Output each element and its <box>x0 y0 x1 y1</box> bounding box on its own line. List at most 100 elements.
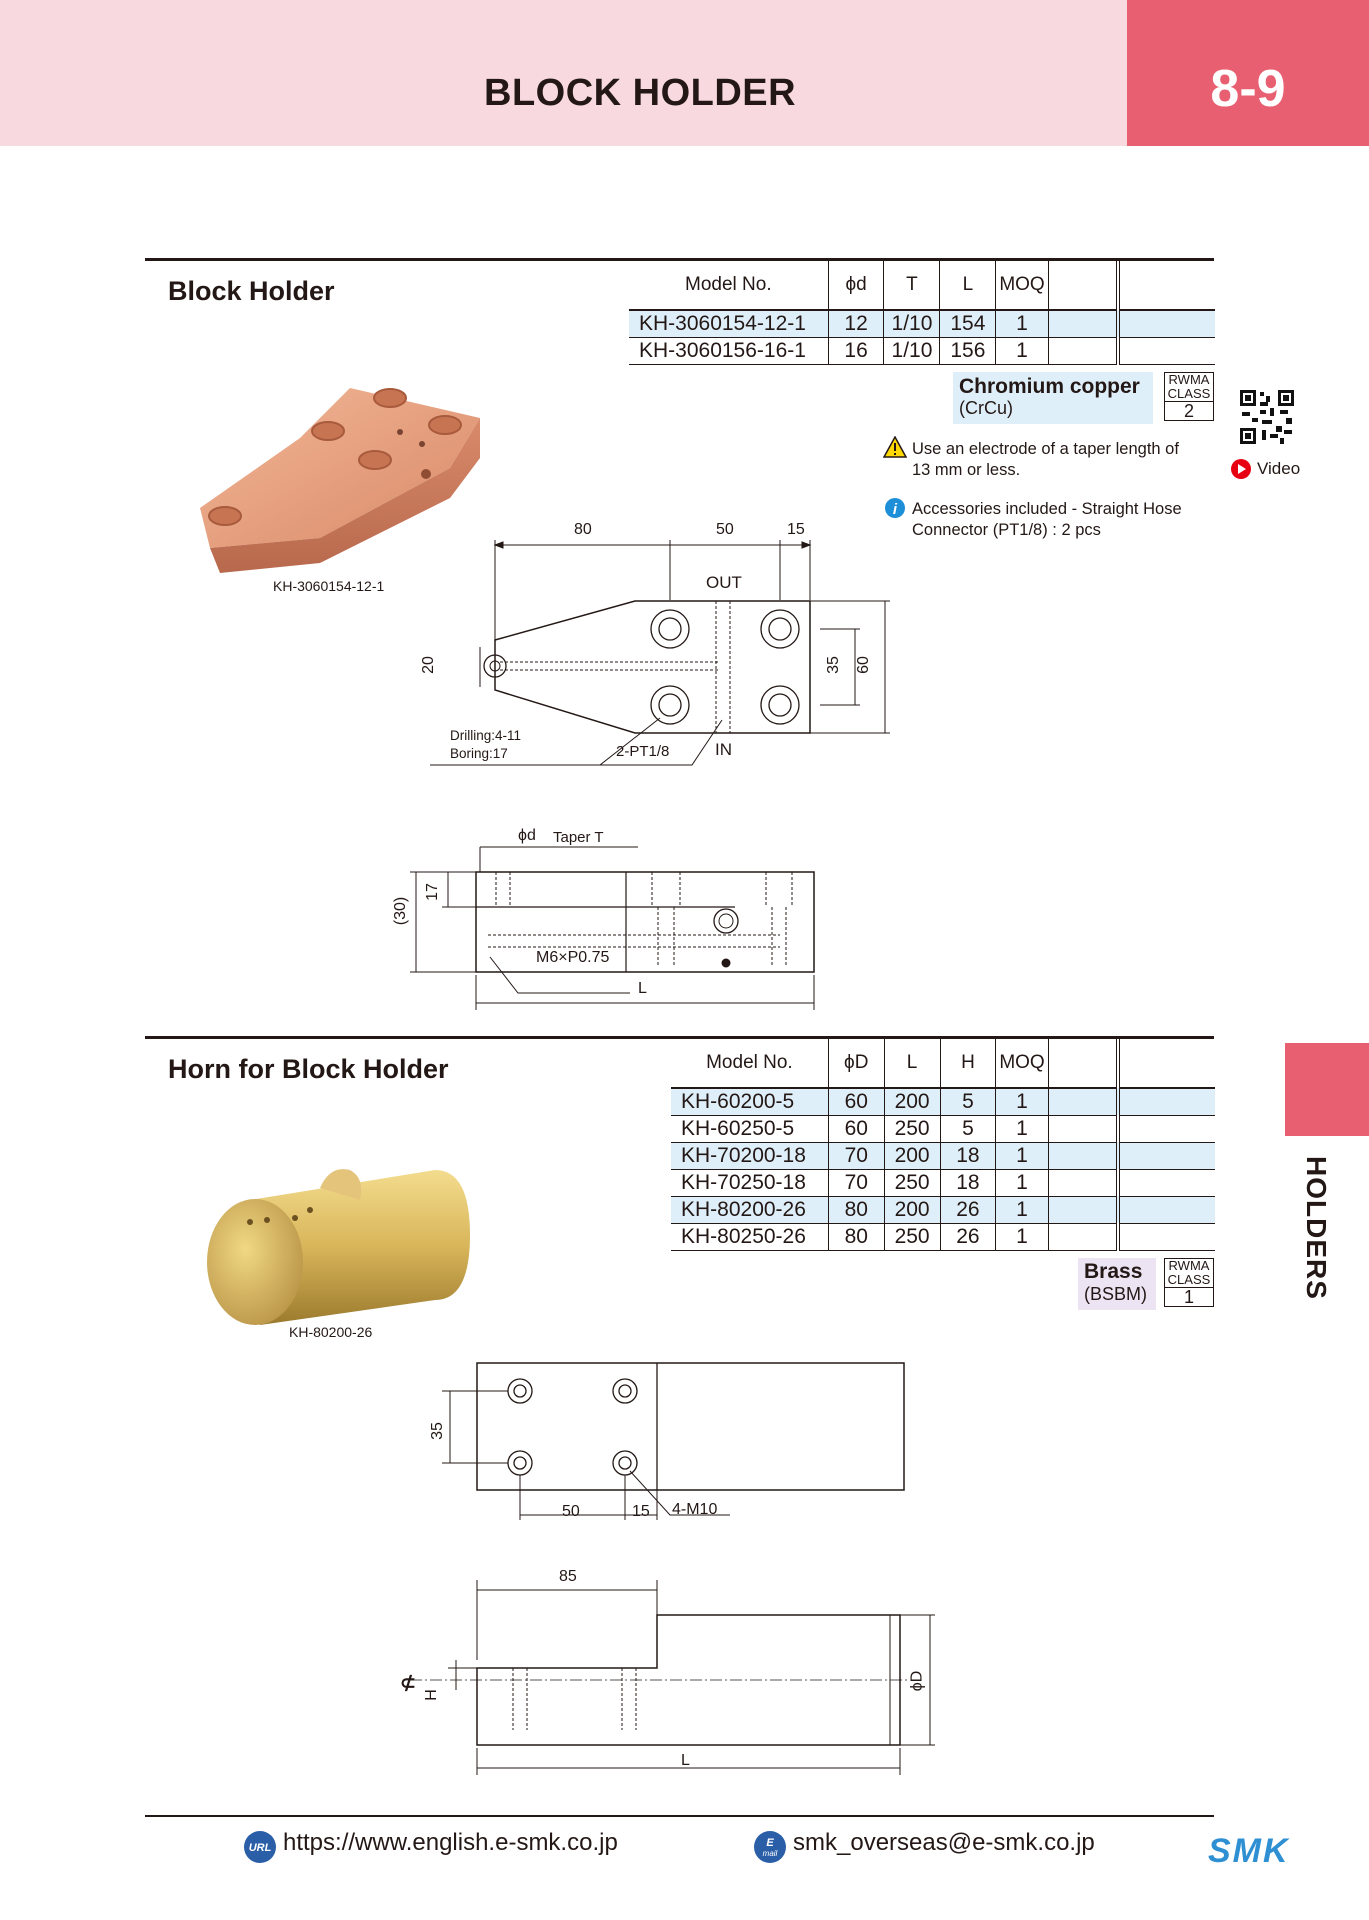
t-cell: 1/10 <box>883 337 941 365</box>
model-cell: KH-3060156-16-1 <box>629 337 829 365</box>
svg-text:i: i <box>893 501 898 518</box>
side-tab-marker <box>1285 1043 1369 1136</box>
footer-divider <box>145 1815 1214 1817</box>
h-cell: 18 <box>940 1142 997 1170</box>
class-label: CLASS <box>1167 386 1211 401</box>
info-note: Accessories included - Straight Hose Con… <box>912 499 1182 541</box>
centerline-icon: ⊄ <box>400 1673 416 1694</box>
dim-35: 35 <box>428 1422 446 1440</box>
photo-caption: KH-80200-26 <box>289 1324 373 1340</box>
drilling-note: Drilling:4-11 <box>450 728 522 743</box>
model-cell: KH-3060154-12-1 <box>629 310 829 338</box>
model-cell: KH-60250-5 <box>671 1115 829 1143</box>
info-line: Connector (PT1/8) : 2 pcs <box>912 521 1101 539</box>
dim-85: 85 <box>559 1568 577 1585</box>
info-line: Accessories included - Straight Hose <box>912 500 1182 518</box>
dim-20: 20 <box>419 656 437 674</box>
column-header: L <box>884 1038 941 1088</box>
m6-label: M6×P0.75 <box>536 949 610 966</box>
model-cell: KH-80200-26 <box>671 1196 829 1224</box>
table-row: KH-60250-5 60 250 5 1 <box>671 1115 1215 1143</box>
email-link[interactable]: smk_overseas@e-smk.co.jp <box>793 1829 1095 1856</box>
blank-cell <box>1048 1142 1120 1170</box>
section-divider <box>145 258 1214 261</box>
rwma-label: RWMA <box>1168 372 1210 387</box>
material-background <box>953 372 1153 424</box>
block-holder-photo <box>200 388 480 573</box>
warning-line: Use an electrode of a taper length of <box>912 440 1179 458</box>
video-play-icon[interactable] <box>1230 458 1252 480</box>
table-row: KH-80250-26 80 250 26 1 <box>671 1223 1215 1251</box>
dim-60: 60 <box>854 656 872 674</box>
h-cell: 5 <box>940 1115 997 1143</box>
company-logo: SMK <box>1208 1832 1290 1870</box>
l-cell: 154 <box>939 310 997 338</box>
blank-cell <box>1048 310 1120 338</box>
svg-text:URL: URL <box>249 1842 272 1854</box>
column-header: ϕD <box>828 1038 885 1088</box>
horn-side-drawing <box>410 1580 935 1775</box>
video-link[interactable]: Video <box>1257 459 1301 478</box>
side-category-label: HOLDERS <box>1296 1150 1336 1310</box>
t-cell: 1/10 <box>883 310 941 338</box>
side-category-text: HOLDERS <box>1301 1156 1332 1300</box>
blank-cell <box>1117 1169 1215 1197</box>
dim-l: L <box>681 1752 690 1769</box>
qr-code-icon[interactable] <box>1240 390 1294 444</box>
website-link[interactable]: https://www.english.e-smk.co.jp <box>283 1829 618 1856</box>
taper-label: Taper T <box>553 829 604 846</box>
horn-spec-table: Model No. ϕD L H MOQ KH-60200-5 60 200 5… <box>671 1038 1215 1251</box>
l-cell: 200 <box>884 1088 941 1116</box>
blank-cell <box>1048 1196 1120 1224</box>
d-cell: 80 <box>828 1223 885 1251</box>
dim-50: 50 <box>716 521 734 538</box>
table-row: KH-3060156-16-1 16 1/10 156 1 <box>629 337 1215 365</box>
horn-photo <box>207 1169 470 1325</box>
dim-50: 50 <box>562 1503 580 1520</box>
blank-cell <box>1117 1115 1215 1143</box>
column-header: H <box>940 1038 997 1088</box>
dim-35: 35 <box>824 656 842 674</box>
table-row: KH-70250-18 70 250 18 1 <box>671 1169 1215 1197</box>
column-header: Model No. <box>629 260 829 310</box>
column-header: ϕd <box>828 260 885 310</box>
moq-cell: 1 <box>995 1088 1049 1116</box>
h-cell: 5 <box>940 1088 997 1116</box>
moq-cell: 1 <box>995 310 1049 338</box>
moq-cell: 1 <box>995 1115 1049 1143</box>
l-cell: 250 <box>884 1169 941 1197</box>
dim-phid: ϕD <box>908 1670 926 1692</box>
horn-title: Horn for Block Holder <box>168 1054 449 1084</box>
blank-cell <box>1117 337 1215 365</box>
blank-cell <box>1048 1223 1120 1251</box>
photo-caption: KH-3060154-12-1 <box>273 578 385 594</box>
phid-label: ϕd <box>518 827 536 844</box>
moq-cell: 1 <box>995 337 1049 365</box>
h-cell: 26 <box>940 1196 997 1224</box>
info-icon: i <box>885 498 905 518</box>
dim-80: 80 <box>574 521 592 538</box>
block-holder-title: Block Holder <box>168 276 335 306</box>
page-title: BLOCK HOLDER <box>484 72 797 114</box>
column-header-blank <box>1048 1038 1120 1088</box>
d-cell: 80 <box>828 1196 885 1224</box>
blank-cell <box>1048 1169 1120 1197</box>
model-cell: KH-60200-5 <box>671 1088 829 1116</box>
m10-label: 4-M10 <box>672 1501 718 1518</box>
dim-15: 15 <box>632 1503 650 1520</box>
material-sub: (BSBM) <box>1084 1284 1147 1304</box>
rwma-class-box: RWMA CLASS 2 <box>1164 372 1214 421</box>
d-cell: 60 <box>828 1088 885 1116</box>
l-cell: 200 <box>884 1196 941 1224</box>
d-cell: 70 <box>828 1142 885 1170</box>
out-label: OUT <box>706 573 742 592</box>
class-label: CLASS <box>1167 1272 1211 1287</box>
dim-17: 17 <box>423 883 441 901</box>
email-icon: E mail <box>754 1831 786 1863</box>
table-row: KH-3060154-12-1 12 1/10 154 1 <box>629 310 1215 338</box>
blank-cell <box>1048 1088 1120 1116</box>
column-header: MOQ <box>995 1038 1049 1088</box>
pt-note: 2-PT1/8 <box>616 743 670 760</box>
warning-note: Use an electrode of a taper length of 13… <box>912 439 1179 481</box>
column-header-blank <box>1118 260 1215 310</box>
